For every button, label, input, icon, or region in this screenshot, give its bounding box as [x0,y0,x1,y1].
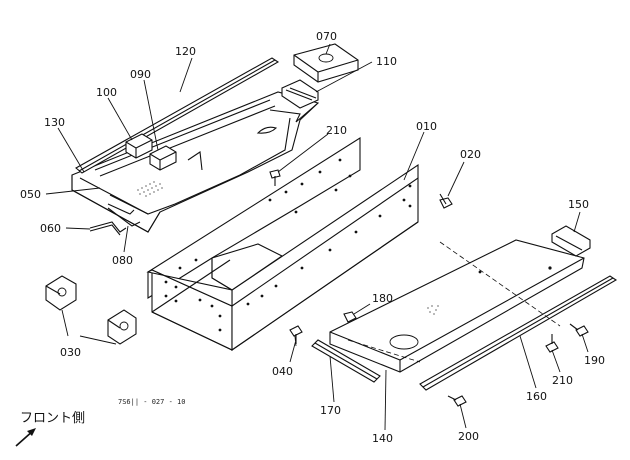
document-code: 7S6|| - 027 - 10 [118,398,185,406]
label-130: 130 [44,116,65,129]
label-160: 160 [526,390,547,403]
part-150 [551,225,591,257]
label-010: 010 [416,120,437,133]
bottom-plate [329,239,585,373]
label-120: 120 [175,45,196,58]
wire-060 [89,221,127,236]
label-040: 040 [272,365,293,378]
label-050: 050 [20,188,41,201]
block-090 [149,145,177,171]
label-080: 080 [112,254,133,267]
label-020: 020 [460,148,481,161]
bolt-210-upper [269,169,281,186]
bolt-020 [439,193,453,209]
frame-holes [164,158,412,332]
bolt-210-lower [545,334,559,353]
block-100 [125,133,153,159]
label-150: 150 [568,198,589,211]
leader-lines [45,43,589,431]
label-170: 170 [320,404,341,417]
label-190: 190 [584,354,605,367]
label-100: 100 [96,86,117,99]
plate-mesh [427,305,439,315]
block-070 [293,43,359,83]
label-110: 110 [376,55,397,68]
label-030: 030 [60,346,81,359]
nut-180 [343,311,357,323]
bolt-190 [569,323,589,337]
label-070: 070 [316,30,337,43]
mesh-area [137,181,163,197]
front-side-label: フロント側 [20,411,85,426]
part-110 [281,79,319,109]
label-090: 090 [130,68,151,81]
label-210-upper: 210 [326,124,347,137]
label-060: 060 [40,222,61,235]
wire-080 [107,203,141,227]
bolt-040 [289,325,303,344]
bracket-030-lower [107,309,137,345]
strip-160 [419,275,618,391]
bracket-030-upper [45,275,77,311]
bolt-200 [447,395,467,407]
label-200: 200 [458,430,479,443]
strip-170 [311,339,381,383]
arrow-northeast-icon [15,428,36,447]
main-frame [146,137,419,352]
label-140: 140 [372,432,393,445]
label-180: 180 [372,292,393,305]
label-210-lower: 210 [552,374,573,387]
